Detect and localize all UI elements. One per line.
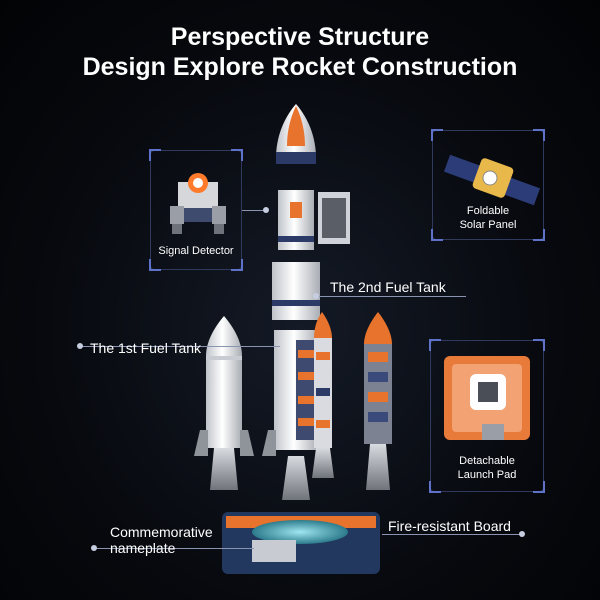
label-solar-panel-1: Foldable: [466, 205, 510, 217]
label-1st-fuel-tank: The 1st Fuel Tank: [90, 340, 202, 356]
signal-detector-frame: [149, 149, 243, 271]
title-line-2: Design Explore Rocket Construction: [82, 53, 518, 81]
core-stage: [262, 262, 330, 500]
leader-nameplate: [94, 548, 254, 549]
label-solar-panel-2: Solar Panel: [459, 219, 517, 231]
solar-panel-frame: [431, 129, 545, 241]
dot-signal-detector: [263, 207, 269, 213]
label-launch-pad-2: Launch Pad: [457, 469, 517, 481]
signal-detector-robot: [170, 173, 226, 234]
dot-fire-resistant: [519, 531, 525, 537]
label-launch-pad-1: Detachable: [459, 455, 515, 467]
label-nameplate-1: Commemorative: [110, 524, 213, 540]
label-fire-resistant-board: Fire-resistant Board: [388, 518, 511, 534]
launch-pad: [444, 356, 530, 440]
label-nameplate-2: nameplate: [110, 540, 176, 556]
leader-fire-resistant: [382, 534, 522, 535]
upper-stage: [278, 190, 350, 250]
title-line-1: Perspective Structure: [170, 23, 430, 51]
dot-nameplate: [91, 545, 97, 551]
leader-signal-detector: [242, 210, 266, 211]
label-2nd-fuel-tank: The 2nd Fuel Tank: [330, 279, 446, 295]
launch-pad-frame: [429, 339, 545, 493]
inner-booster: [312, 312, 334, 478]
nose-cone: [276, 104, 316, 164]
first-fuel-tank: [194, 316, 254, 490]
dot-2nd-fuel-tank: [313, 293, 319, 299]
leader-2nd-fuel-tank: [316, 296, 466, 297]
label-signal-detector: Signal Detector: [158, 245, 234, 257]
base-platform: [222, 512, 380, 574]
cutaway-booster: [364, 312, 392, 490]
leader-1st-fuel-tank: [80, 346, 280, 347]
satellite: [443, 154, 541, 206]
dot-1st-fuel-tank: [77, 343, 83, 349]
